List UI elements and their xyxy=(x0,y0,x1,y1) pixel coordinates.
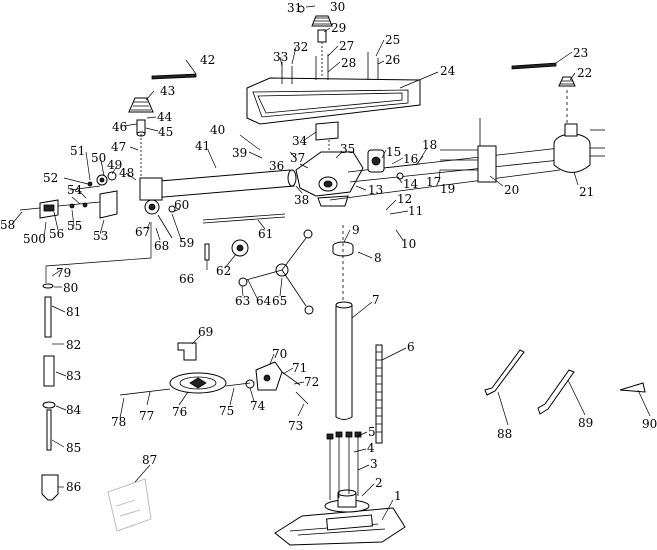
callout-30: 30 xyxy=(330,0,345,14)
callout-28: 28 xyxy=(341,56,356,70)
callout-74: 74 xyxy=(250,399,266,413)
callout-labels: 1 2 3 4 5 6 7 8 9 10 11 12 13 14 15 16 1… xyxy=(0,0,657,503)
callout-69: 69 xyxy=(198,325,213,339)
callout-1: 1 xyxy=(394,489,402,503)
callout-4: 4 xyxy=(367,441,375,455)
callout-54: 54 xyxy=(67,183,83,197)
callout-35: 35 xyxy=(340,142,355,156)
callout-20: 20 xyxy=(504,183,519,197)
callout-9: 9 xyxy=(352,223,360,237)
callout-60: 60 xyxy=(174,198,189,212)
callout-52: 52 xyxy=(43,171,58,185)
callout-7: 7 xyxy=(372,293,380,307)
callout-53: 53 xyxy=(93,229,108,243)
callout-67: 67 xyxy=(135,225,150,239)
callout-81: 81 xyxy=(66,305,81,319)
callout-50: 50 xyxy=(91,151,106,165)
callout-8: 8 xyxy=(374,251,382,265)
callout-15: 15 xyxy=(386,145,401,159)
callout-37: 37 xyxy=(290,151,305,165)
callout-75: 75 xyxy=(219,404,234,418)
callout-10: 10 xyxy=(401,237,416,251)
callout-38: 38 xyxy=(294,193,309,207)
callout-34: 34 xyxy=(292,134,308,148)
callout-68: 68 xyxy=(154,239,169,253)
callout-25: 25 xyxy=(385,33,400,47)
callout-500: 500 xyxy=(23,232,46,246)
callout-59: 59 xyxy=(179,236,194,250)
callout-24: 24 xyxy=(440,64,456,78)
callout-55: 55 xyxy=(67,219,82,233)
callout-19: 19 xyxy=(440,182,455,196)
callout-32: 32 xyxy=(293,40,308,54)
callout-79: 79 xyxy=(56,266,71,280)
callout-12: 12 xyxy=(397,192,412,206)
callout-11: 11 xyxy=(408,204,423,218)
callout-86: 86 xyxy=(66,480,81,494)
callout-29: 29 xyxy=(331,21,346,35)
callout-43: 43 xyxy=(160,84,175,98)
callout-73: 73 xyxy=(288,419,303,433)
callout-64: 64 xyxy=(256,294,272,308)
callout-63: 63 xyxy=(235,294,250,308)
callout-41: 41 xyxy=(195,139,210,153)
callout-83: 83 xyxy=(66,369,81,383)
callout-89: 89 xyxy=(578,416,593,430)
callout-65: 65 xyxy=(272,294,287,308)
callout-3: 3 xyxy=(370,457,378,471)
callout-17: 17 xyxy=(426,175,441,189)
callout-22: 22 xyxy=(577,66,592,80)
callout-70: 70 xyxy=(272,347,287,361)
callout-51: 51 xyxy=(70,144,85,158)
callout-44: 44 xyxy=(157,110,173,124)
callout-31: 31 xyxy=(287,1,302,15)
callout-45: 45 xyxy=(158,125,173,139)
callout-40: 40 xyxy=(210,123,225,137)
callout-18: 18 xyxy=(422,138,437,152)
callout-76: 76 xyxy=(172,405,187,419)
callout-90: 90 xyxy=(642,417,657,431)
callout-2: 2 xyxy=(375,476,383,490)
callout-87: 87 xyxy=(142,453,157,467)
callout-66: 66 xyxy=(179,272,194,286)
callout-78: 78 xyxy=(111,415,126,429)
callout-56: 56 xyxy=(49,227,64,241)
callout-5: 5 xyxy=(368,425,376,439)
callout-84: 84 xyxy=(66,403,82,417)
callout-72: 72 xyxy=(304,375,319,389)
callout-48: 48 xyxy=(119,166,134,180)
callout-26: 26 xyxy=(385,53,400,67)
callout-6: 6 xyxy=(407,340,415,354)
callout-85: 85 xyxy=(66,441,81,455)
callout-77: 77 xyxy=(139,409,154,423)
callout-47: 47 xyxy=(111,140,126,154)
callout-71: 71 xyxy=(292,361,307,375)
leader-lines xyxy=(11,5,651,521)
callout-16: 16 xyxy=(403,152,418,166)
callout-82: 82 xyxy=(66,338,81,352)
callout-88: 88 xyxy=(497,427,512,441)
callout-36: 36 xyxy=(269,159,284,173)
callout-39: 39 xyxy=(232,146,247,160)
callout-49: 49 xyxy=(107,158,122,172)
callout-14: 14 xyxy=(403,177,419,191)
callout-21: 21 xyxy=(579,185,594,199)
callout-80: 80 xyxy=(63,281,78,295)
callout-23: 23 xyxy=(573,46,588,60)
callout-27: 27 xyxy=(339,39,354,53)
callout-13: 13 xyxy=(368,183,383,197)
callout-46: 46 xyxy=(112,120,127,134)
callout-42: 42 xyxy=(200,53,215,67)
callout-33: 33 xyxy=(273,50,288,64)
drill-press-drawing xyxy=(19,5,646,546)
callout-62: 62 xyxy=(216,264,231,278)
callout-58: 58 xyxy=(0,218,15,232)
callout-61: 61 xyxy=(258,227,273,241)
